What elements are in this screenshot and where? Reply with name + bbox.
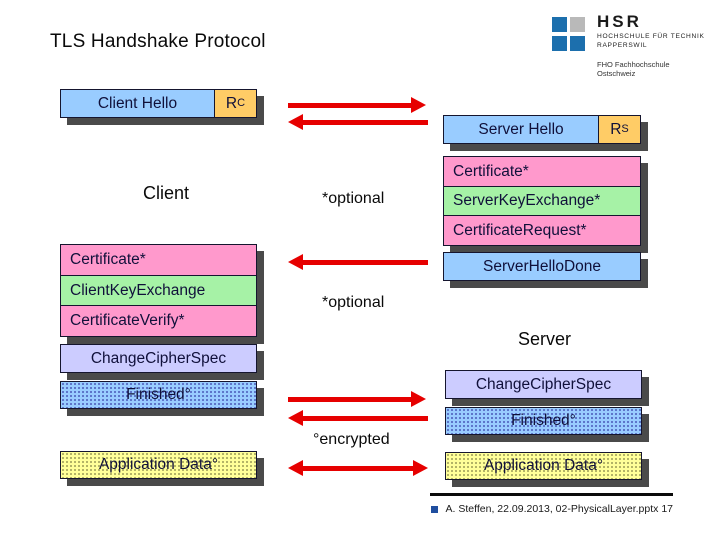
hsr-logo: HSR HOCHSCHULE FÜR TECHNIK RAPPERSWIL FH… bbox=[546, 12, 706, 78]
client-message-stack: Certificate* ClientKeyExchange Certifica… bbox=[60, 244, 257, 337]
footer-bullet-icon bbox=[431, 506, 438, 513]
server-finished-box: Finished° bbox=[445, 407, 642, 435]
server-certificate-request-box: CertificateRequest* bbox=[443, 215, 641, 246]
server-actor-label: Server bbox=[518, 329, 572, 349]
server-nonce-base: R bbox=[610, 120, 622, 138]
logo-square-icon bbox=[552, 17, 567, 32]
footer-divider bbox=[430, 493, 673, 496]
arrow-server-finished-left-icon bbox=[288, 410, 428, 426]
logo-acronym: HSR bbox=[597, 12, 642, 31]
client-nonce-base: R bbox=[225, 94, 238, 112]
client-application-data-box: Application Data° bbox=[60, 451, 257, 479]
server-key-exchange-box: ServerKeyExchange* bbox=[443, 185, 641, 217]
server-certificate-box: Certificate* bbox=[443, 156, 641, 187]
logo-square-icon bbox=[570, 17, 585, 32]
server-hello-label: Server Hello bbox=[478, 120, 564, 138]
client-change-cipher-spec-box: ChangeCipherSpec bbox=[60, 344, 257, 373]
server-message-stack: Certificate* ServerKeyExchange* Certific… bbox=[443, 156, 641, 246]
logo-school-line2: RAPPERSWIL bbox=[597, 42, 648, 49]
arrow-server-hello-done-left-icon bbox=[288, 254, 428, 270]
footer-citation: A. Steffen, 22.09.2013, 02-PhysicalLayer… bbox=[445, 503, 673, 515]
arrow-client-hello-right-icon bbox=[288, 97, 426, 113]
client-certificate-box: Certificate* bbox=[60, 244, 257, 276]
client-nonce-sub: C bbox=[237, 97, 246, 109]
logo-square-icon bbox=[570, 36, 585, 51]
server-change-cipher-spec-box: ChangeCipherSpec bbox=[445, 370, 642, 399]
client-certificate-verify-box: CertificateVerify* bbox=[60, 305, 257, 337]
arrow-client-finished-right-icon bbox=[288, 391, 426, 407]
client-key-exchange-box: ClientKeyExchange bbox=[60, 274, 257, 307]
server-nonce-sub: S bbox=[621, 123, 629, 135]
encrypted-note: °encrypted bbox=[313, 431, 390, 448]
server-hello-done-box: ServerHelloDone bbox=[443, 252, 641, 281]
client-hello-label: Client Hello bbox=[97, 94, 178, 112]
arrow-application-data-double-icon bbox=[288, 460, 428, 476]
client-actor-label: Client bbox=[143, 183, 190, 203]
server-application-data-box: Application Data° bbox=[445, 452, 642, 480]
logo-subtext: FHO Fachhochschule Ostschweiz bbox=[597, 60, 670, 78]
logo-square-icon bbox=[552, 36, 567, 51]
arrow-server-hello-left-icon bbox=[288, 114, 428, 130]
optional-note-bottom: *optional bbox=[322, 294, 385, 311]
page-title: TLS Handshake Protocol bbox=[50, 31, 266, 52]
logo-school-line1: HOCHSCHULE FÜR TECHNIK bbox=[597, 33, 705, 40]
optional-note-top: *optional bbox=[322, 190, 385, 207]
client-finished-box: Finished° bbox=[60, 381, 257, 409]
